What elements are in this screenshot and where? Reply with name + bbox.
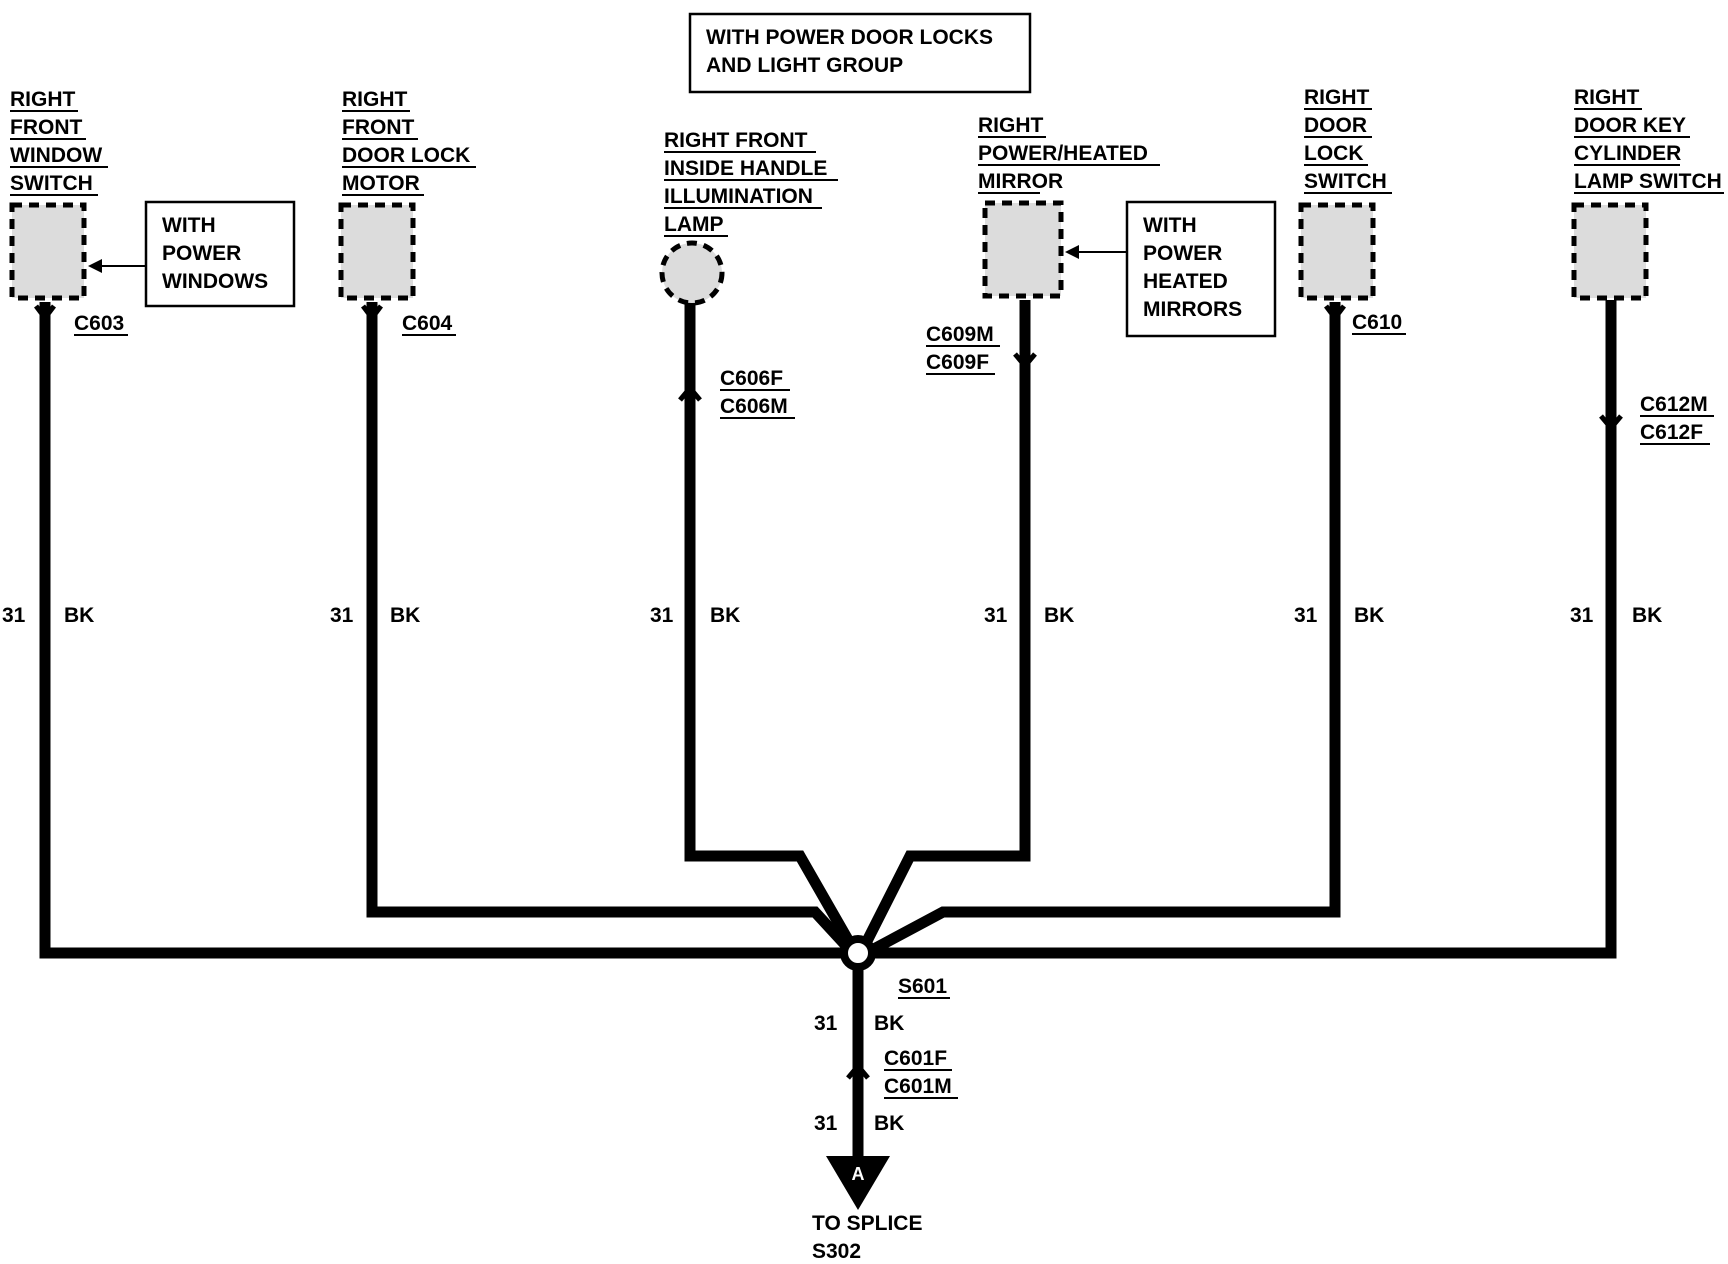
rf-lamp-connector-2: C606M — [720, 395, 788, 418]
door-lock-switch-connector: C610 — [1352, 311, 1402, 334]
component-r-door-key-cylinder-lamp-switch: RIGHT DOOR KEY CYLINDER LAMP SWITCH C612… — [1570, 86, 1724, 627]
trunk-color-lower: BK — [874, 1112, 904, 1135]
c603-mark — [34, 304, 56, 323]
rf-door-lock-motor-label-3: DOOR LOCK — [342, 144, 470, 167]
c610-mark — [1324, 304, 1346, 323]
destination-arrow: A TO SPLICE S302 — [812, 1156, 922, 1263]
mirror-connector-body — [982, 200, 1064, 299]
c601-mark — [846, 1062, 870, 1080]
trunk-circuit-lower: 31 — [814, 1112, 838, 1135]
key-cyl-connector-2: C612F — [1640, 421, 1703, 444]
header-note-line-1: WITH POWER DOOR LOCKS — [706, 26, 993, 49]
rf-lamp-label-4: LAMP — [664, 213, 724, 236]
rf-lamp-label-1: RIGHT FRONT — [664, 129, 808, 152]
key-cyl-label-3: CYLINDER — [1574, 142, 1681, 165]
c612-mark — [1599, 414, 1623, 432]
rf-lamp-color: BK — [710, 604, 740, 627]
rf-window-switch-label-3: WINDOW — [10, 144, 102, 167]
wire-c610 — [869, 302, 1341, 955]
splice-label: S601 — [898, 975, 947, 998]
key-cyl-label-2: DOOR KEY — [1574, 114, 1686, 137]
rf-lamp-body — [659, 240, 725, 306]
mirror-label-1: RIGHT — [978, 114, 1044, 137]
splice-s601: S601 — [840, 935, 950, 999]
c609-mark — [1013, 352, 1037, 370]
rf-door-lock-motor-color: BK — [390, 604, 420, 627]
trunk-connector-1: C601F — [884, 1047, 947, 1070]
wire-c604 — [366, 302, 855, 954]
door-lock-switch-label-1: RIGHT — [1304, 86, 1370, 109]
connector-marks — [34, 304, 1623, 1080]
rf-window-switch-connector: C603 — [74, 312, 124, 335]
door-lock-switch-circuit: 31 — [1294, 604, 1318, 627]
rf-lamp-label-3: ILLUMINATION — [664, 185, 813, 208]
component-rf-window-switch: RIGHT FRONT WINDOW SWITCH C603 31 BK — [2, 88, 128, 627]
trunk-color-upper: BK — [874, 1012, 904, 1035]
note-mirrors-line-1: WITH — [1143, 214, 1197, 237]
door-lock-switch-label-3: LOCK — [1304, 142, 1364, 165]
component-r-door-lock-switch: RIGHT DOOR LOCK SWITCH C610 31 BK — [1294, 86, 1406, 627]
destination-label-2: S302 — [812, 1240, 861, 1263]
rf-lamp-connector-1: C606F — [720, 367, 783, 390]
c604-mark — [361, 304, 383, 323]
note-power-windows-line-2: POWER — [162, 242, 241, 265]
header-note: WITH POWER DOOR LOCKS AND LIGHT GROUP — [688, 12, 1032, 94]
note-power-windows-line-3: WINDOWS — [162, 270, 268, 293]
key-cyl-circuit: 31 — [1570, 604, 1594, 627]
component-rf-door-lock-motor: RIGHT FRONT DOOR LOCK MOTOR C604 31 BK — [330, 88, 476, 627]
wire-c612 — [858, 300, 1617, 959]
rf-door-lock-motor-connector-body — [338, 202, 416, 301]
mirror-circuit: 31 — [984, 604, 1008, 627]
rf-window-switch-color: BK — [64, 604, 94, 627]
mirror-connector-1: C609M — [926, 323, 994, 346]
rf-lamp-circuit: 31 — [650, 604, 674, 627]
destination-label-1: TO SPLICE — [812, 1212, 922, 1235]
rf-door-lock-motor-label-2: FRONT — [342, 116, 414, 139]
key-cyl-label-4: LAMP SWITCH — [1574, 170, 1722, 193]
rf-window-switch-circuit: 31 — [2, 604, 26, 627]
door-lock-switch-label-2: DOOR — [1304, 114, 1367, 137]
note-power-windows-line-1: WITH — [162, 214, 216, 237]
note-power-heated-mirrors: WITH POWER HEATED MIRRORS — [1065, 200, 1277, 338]
mirror-color: BK — [1044, 604, 1074, 627]
wire-c609 — [860, 300, 1031, 948]
note-power-windows: WITH POWER WINDOWS — [88, 200, 296, 308]
door-lock-switch-connector-body — [1298, 202, 1376, 301]
key-cyl-connector-1: C612M — [1640, 393, 1708, 416]
rf-door-lock-motor-label-4: MOTOR — [342, 172, 420, 195]
wire-c603 — [39, 302, 858, 959]
mirror-label-3: MIRROR — [978, 170, 1063, 193]
note-mirrors-line-2: POWER — [1143, 242, 1222, 265]
mirror-label-2: POWER/HEATED — [978, 142, 1148, 165]
trunk-connector-2: C601M — [884, 1075, 952, 1098]
rf-door-lock-motor-label-1: RIGHT — [342, 88, 408, 111]
key-cyl-label-1: RIGHT — [1574, 86, 1640, 109]
c606-mark — [678, 384, 702, 402]
rf-window-switch-label-2: FRONT — [10, 116, 82, 139]
component-rf-inside-handle-lamp: RIGHT FRONT INSIDE HANDLE ILLUMINATION L… — [650, 129, 838, 627]
key-cyl-connector-body — [1571, 202, 1649, 301]
trunk-labels: 31 BK C601F C601M 31 BK — [814, 1012, 958, 1135]
wire-harness — [39, 300, 1617, 1162]
key-cyl-color: BK — [1632, 604, 1662, 627]
component-r-power-heated-mirror: RIGHT POWER/HEATED MIRROR C609M C609F 31… — [926, 114, 1160, 627]
rf-window-switch-label-4: SWITCH — [10, 172, 93, 195]
trunk-circuit-upper: 31 — [814, 1012, 838, 1035]
rf-door-lock-motor-connector: C604 — [402, 312, 453, 335]
destination-marker: A — [852, 1164, 865, 1184]
rf-window-switch-label-1: RIGHT — [10, 88, 76, 111]
door-lock-switch-label-4: SWITCH — [1304, 170, 1387, 193]
rf-window-switch-connector-body — [9, 202, 87, 301]
rf-lamp-label-2: INSIDE HANDLE — [664, 157, 827, 180]
rf-door-lock-motor-circuit: 31 — [330, 604, 354, 627]
header-note-line-2: AND LIGHT GROUP — [706, 54, 903, 77]
note-mirrors-line-3: HEATED — [1143, 270, 1228, 293]
note-mirrors-line-4: MIRRORS — [1143, 298, 1242, 321]
mirror-connector-2: C609F — [926, 351, 989, 374]
door-lock-switch-color: BK — [1354, 604, 1384, 627]
wire-c606 — [684, 300, 856, 948]
